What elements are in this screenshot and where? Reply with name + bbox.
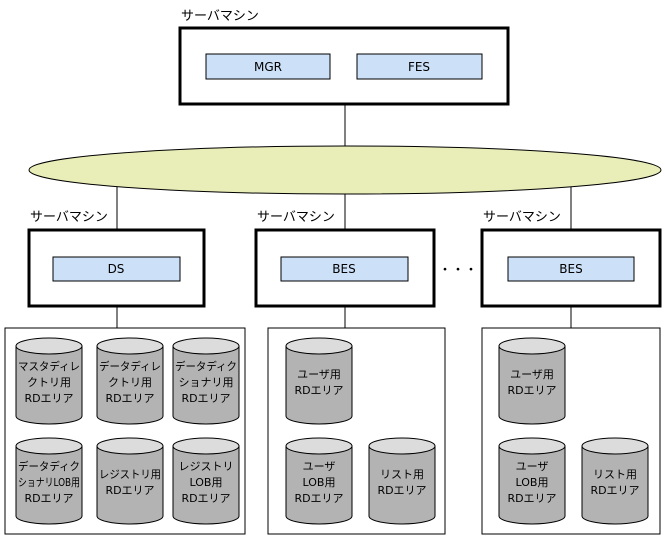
- cylinder-top: [368, 437, 436, 455]
- cylinder-label-line: データディレ: [99, 359, 161, 373]
- ds-server-machine: サーバマシン DS: [27, 210, 206, 308]
- connector-lines: [116, 104, 572, 328]
- cylinder-body: [15, 445, 83, 525]
- ellipsis-dots: ・・・: [438, 263, 477, 278]
- rd-area-cylinder: ユーザ LOB用 RDエリア: [285, 437, 353, 525]
- cylinder-label-line: ユーザ: [303, 460, 336, 473]
- cylinder-body: [285, 345, 353, 425]
- cylinder-label-line: RDエリア: [24, 492, 73, 505]
- ds-label: DS: [108, 262, 125, 276]
- cylinder-top: [498, 437, 566, 455]
- mgr-box: [205, 53, 331, 80]
- cylinder-top: [15, 337, 83, 355]
- cylinder-label-line: マスタディレ: [18, 359, 80, 373]
- cylinder-body: [368, 445, 436, 525]
- cylinder-label-line: RDエリア: [377, 484, 426, 497]
- cylinder-top: [285, 337, 353, 355]
- cylinder-body: [15, 345, 83, 425]
- rd-area-cylinder: ユーザ用 RDエリア: [498, 337, 566, 425]
- cylinder-label-line: RDエリア: [105, 392, 154, 405]
- cylinder-top: [15, 437, 83, 455]
- cylinder-label-line: データディク: [175, 359, 237, 373]
- cylinder-label-line: LOB用: [516, 476, 549, 489]
- cylinder-label-line: クトリ用: [108, 376, 152, 389]
- cylinder-label-line: ユーザ用: [510, 368, 554, 381]
- ds-box: [52, 256, 181, 282]
- cylinder-label-line: ショナリ用: [179, 376, 234, 389]
- cylinder-label-line: RDエリア: [507, 384, 556, 397]
- cylinder-body: [172, 445, 240, 525]
- rd-area-cylinder: リスト用 RDエリア: [581, 437, 649, 525]
- cylinder-top: [285, 437, 353, 455]
- rd-area-cylinders: マスタディレクトリ用RDエリアデータディレクトリ用RDエリアデータディクショナリ…: [15, 337, 649, 525]
- cylinder-body: [96, 345, 164, 425]
- bes2-server-machine: サーバマシン BES: [480, 210, 662, 308]
- cylinder-label-line: RDエリア: [105, 484, 154, 497]
- cylinder-label-line: リスト用: [380, 468, 424, 481]
- cylinder-top: [172, 437, 240, 455]
- rd-area-cylinder: レジストリ用 RDエリア: [96, 437, 164, 525]
- mgr-label: MGR: [254, 60, 282, 74]
- cylinder-label-line: レジストリ用: [99, 468, 161, 481]
- cylinder-top: [96, 337, 164, 355]
- cylinder-label-line: RDエリア: [294, 384, 343, 397]
- top-server-label: サーバマシン: [181, 9, 259, 24]
- cylinder-label-line: RDエリア: [590, 484, 639, 497]
- cylinder-label-line: RDエリア: [294, 492, 343, 505]
- cylinder-label-line: LOB用: [303, 476, 336, 489]
- cylinder-label-line: RDエリア: [24, 392, 73, 405]
- cylinder-label-line: クトリ用: [27, 376, 71, 389]
- cylinder-top: [172, 337, 240, 355]
- bes1-box: [280, 256, 409, 282]
- fes-box: [356, 53, 483, 80]
- cylinder-body: [172, 345, 240, 425]
- cylinder-label-line: LOB用: [190, 476, 223, 489]
- cylinder-label-line: データディク: [18, 459, 80, 473]
- rd-area-cylinder: ユーザ LOB用 RDエリア: [498, 437, 566, 525]
- network-ellipse: [28, 145, 662, 195]
- bes2-server-label: サーバマシン: [483, 210, 561, 225]
- cylinder-body: [498, 345, 566, 425]
- fes-label: FES: [408, 60, 430, 74]
- bes2-label: BES: [559, 262, 582, 276]
- bes1-label: BES: [332, 262, 355, 276]
- cylinder-label-line: リスト用: [593, 468, 637, 481]
- cylinder-label-line: ショナリLOB用: [18, 476, 80, 489]
- cylinder-label-line: レジストリ: [179, 460, 234, 473]
- ds-server-label: サーバマシン: [30, 210, 108, 225]
- cylinder-label-line: RDエリア: [181, 392, 230, 405]
- bes2-box: [507, 256, 635, 282]
- bes1-server-label: サーバマシン: [257, 210, 335, 225]
- bes1-server-machine: サーバマシン BES: [254, 210, 436, 308]
- cylinder-body: [96, 445, 164, 525]
- cylinder-body: [498, 445, 566, 525]
- rd-area-cylinder: ユーザ用 RDエリア: [285, 337, 353, 425]
- cylinder-body: [285, 445, 353, 525]
- cylinder-label-line: RDエリア: [507, 492, 556, 505]
- rd-area-cylinder: レジストリ LOB用 RDエリア: [172, 437, 240, 525]
- cylinder-top: [498, 337, 566, 355]
- cylinder-label-line: ユーザ用: [297, 368, 341, 381]
- rd-area-cylinder: リスト用 RDエリア: [368, 437, 436, 525]
- cylinder-top: [96, 437, 164, 455]
- cylinder-top: [581, 437, 649, 455]
- top-server-machine: サーバマシン MGR FES: [178, 9, 510, 106]
- cylinder-label-line: RDエリア: [181, 492, 230, 505]
- cylinder-label-line: ユーザ: [516, 460, 549, 473]
- cylinder-body: [581, 445, 649, 525]
